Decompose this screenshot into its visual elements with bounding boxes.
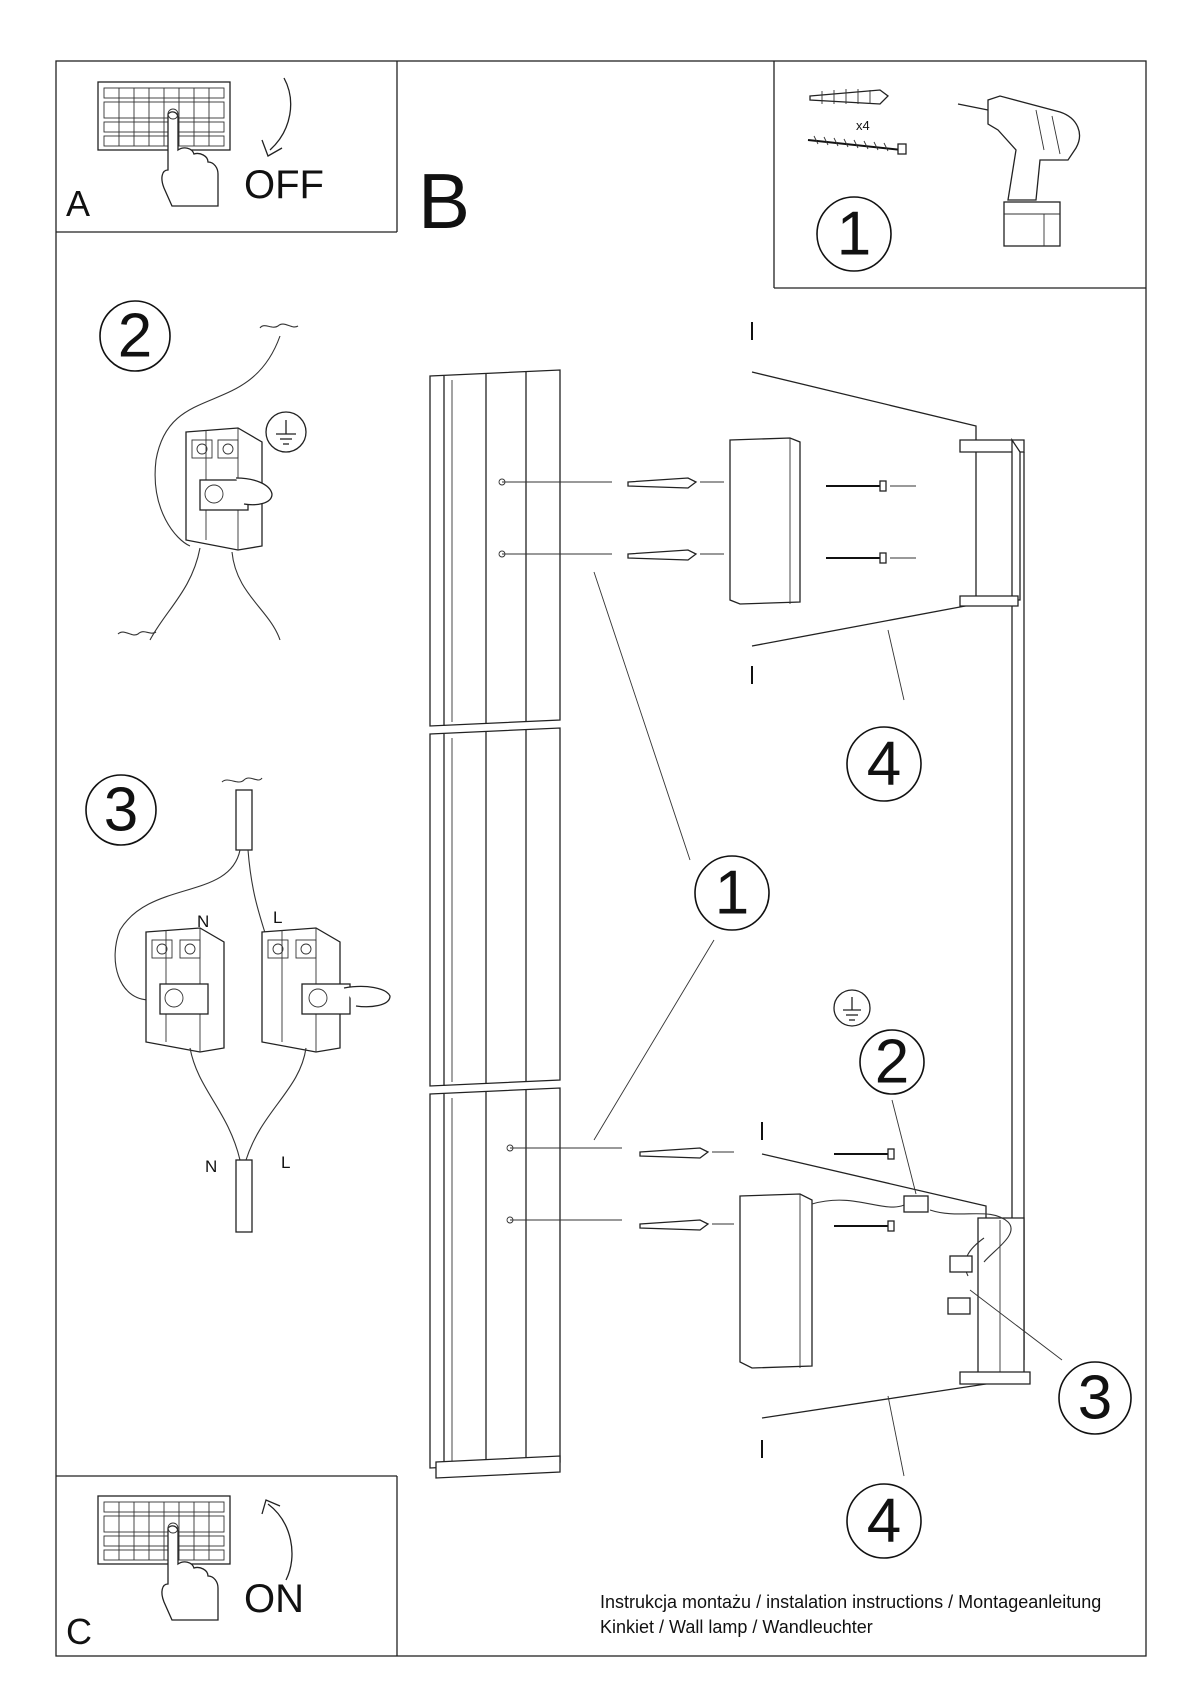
hardware-step-number: 1 bbox=[837, 200, 871, 269]
breaker-box-icon bbox=[97, 1495, 231, 1565]
lamp-end-cap bbox=[435, 1455, 561, 1479]
hardware-quantity: x4 bbox=[856, 118, 870, 133]
lamp-section-top bbox=[429, 369, 561, 727]
wiring-detail-step-number: 3 bbox=[104, 776, 138, 845]
ground-terminal-block bbox=[185, 427, 263, 551]
neutral-supply-wire bbox=[114, 849, 241, 1001]
mount-step-circle bbox=[694, 855, 770, 931]
panel-c-letter: C bbox=[66, 1611, 92, 1652]
leader-line bbox=[593, 939, 715, 1141]
supply-cable-top bbox=[221, 777, 263, 783]
leader-line bbox=[593, 571, 691, 861]
connect-main-step-number: 3 bbox=[1078, 1364, 1112, 1433]
ground-hand-icon bbox=[235, 477, 273, 506]
wiring-hand-icon bbox=[343, 985, 391, 1008]
ground-detail: 2 bbox=[99, 300, 307, 641]
bracket-bottom-step-circle bbox=[846, 1483, 922, 1559]
lamp-cable-sheath bbox=[235, 1159, 253, 1233]
on-arrow-head-icon bbox=[261, 1499, 281, 1515]
live-label-bottom: L bbox=[281, 1153, 290, 1172]
lamp-body bbox=[429, 369, 622, 1479]
ground-cable-loop bbox=[154, 335, 281, 547]
wall-plug-icon bbox=[627, 477, 724, 489]
footer-instructions-title: Instrukcja montażu / instalation instruc… bbox=[600, 1592, 1101, 1612]
ground-cable-top bbox=[259, 323, 299, 329]
ground-main-step-number: 2 bbox=[875, 1028, 909, 1097]
ground-connector-icon bbox=[903, 1195, 929, 1213]
hand-pointing-icon bbox=[161, 1525, 219, 1621]
neutral-label-bottom: N bbox=[205, 1157, 217, 1176]
wire-connector-icon bbox=[949, 1255, 973, 1273]
panel-b-letter: B bbox=[418, 157, 470, 245]
screw-icon bbox=[834, 1220, 895, 1232]
ground-cable-end bbox=[117, 631, 157, 636]
leader-line bbox=[887, 1395, 905, 1477]
off-arrow-icon bbox=[269, 77, 292, 151]
top-mounting-block bbox=[729, 437, 801, 605]
outer-frame bbox=[55, 60, 1147, 1657]
hardware-panel: x4 1 bbox=[807, 89, 1081, 272]
hand-pointing-icon bbox=[161, 111, 219, 207]
live-terminal-block bbox=[261, 927, 351, 1053]
hardware-step-circle bbox=[816, 196, 892, 272]
ground-cable-lower-left bbox=[149, 547, 201, 641]
neutral-label-top: N bbox=[197, 912, 209, 931]
breaker-box-icon bbox=[97, 81, 231, 151]
ground-main-step-circle bbox=[859, 1029, 925, 1095]
neutral-lamp-wire bbox=[189, 1047, 241, 1161]
screw-icon bbox=[834, 1148, 895, 1160]
ground-cable-lower-right bbox=[231, 551, 281, 641]
bracket-top-step-number: 4 bbox=[867, 730, 901, 799]
live-label-top: L bbox=[273, 908, 282, 927]
lamp-section-middle bbox=[429, 727, 561, 1087]
top-bracket-profile bbox=[959, 437, 1025, 1360]
connect-main-step-circle bbox=[1058, 1361, 1132, 1435]
wall-plug-icon bbox=[627, 549, 724, 561]
drill-icon bbox=[957, 95, 1081, 247]
ground-symbol-icon bbox=[265, 411, 307, 453]
ground-detail-step-circle bbox=[99, 300, 171, 372]
panel-a: A OFF bbox=[66, 77, 324, 224]
lamp-section-bottom bbox=[429, 1087, 561, 1469]
switch-toggle-icon bbox=[167, 1522, 179, 1534]
leader-line bbox=[891, 1099, 917, 1195]
wire-connector-icon bbox=[947, 1297, 971, 1315]
ground-wire-to-connector bbox=[811, 1199, 913, 1208]
bracket-top-step-circle bbox=[846, 726, 922, 802]
switch-off-label: OFF bbox=[244, 163, 324, 207]
wall-plug-icon bbox=[639, 1219, 734, 1231]
top-bracket-outline bbox=[751, 371, 977, 647]
screw-icon bbox=[807, 135, 907, 155]
ground-detail-step-number: 2 bbox=[118, 302, 152, 371]
bottom-bracket-assembly bbox=[639, 1122, 1031, 1458]
on-arrow-icon bbox=[267, 1503, 293, 1581]
bottom-mounting-block bbox=[739, 1193, 813, 1369]
leader-line bbox=[969, 1289, 1063, 1361]
footer-product-name: Kinkiet / Wall lamp / Wandleuchter bbox=[600, 1617, 873, 1637]
supply-cable-sheath bbox=[235, 789, 253, 851]
top-bracket-assembly bbox=[627, 322, 1025, 1360]
switch-toggle-icon bbox=[167, 108, 179, 120]
lamp-lead-wire bbox=[929, 1209, 1012, 1263]
screw-icon bbox=[826, 552, 916, 564]
mount-step-number: 1 bbox=[715, 859, 749, 928]
bracket-bottom-step-number: 4 bbox=[867, 1487, 901, 1556]
wiring-detail: 3 N L N L bbox=[85, 774, 391, 1233]
wiring-detail-step-circle bbox=[85, 774, 157, 846]
switch-on-label: ON bbox=[244, 1577, 304, 1621]
ground-symbol-icon bbox=[833, 989, 871, 1027]
neutral-terminal-block bbox=[145, 927, 225, 1053]
screw-icon bbox=[826, 480, 916, 492]
wall-plug-icon bbox=[639, 1147, 734, 1159]
leader-line bbox=[887, 629, 905, 701]
live-lamp-wire bbox=[245, 1047, 307, 1161]
wall-plug-icon bbox=[809, 89, 889, 105]
off-arrow-head-icon bbox=[261, 139, 283, 157]
panel-a-letter: A bbox=[66, 183, 90, 224]
panel-c: C ON bbox=[66, 1495, 304, 1652]
